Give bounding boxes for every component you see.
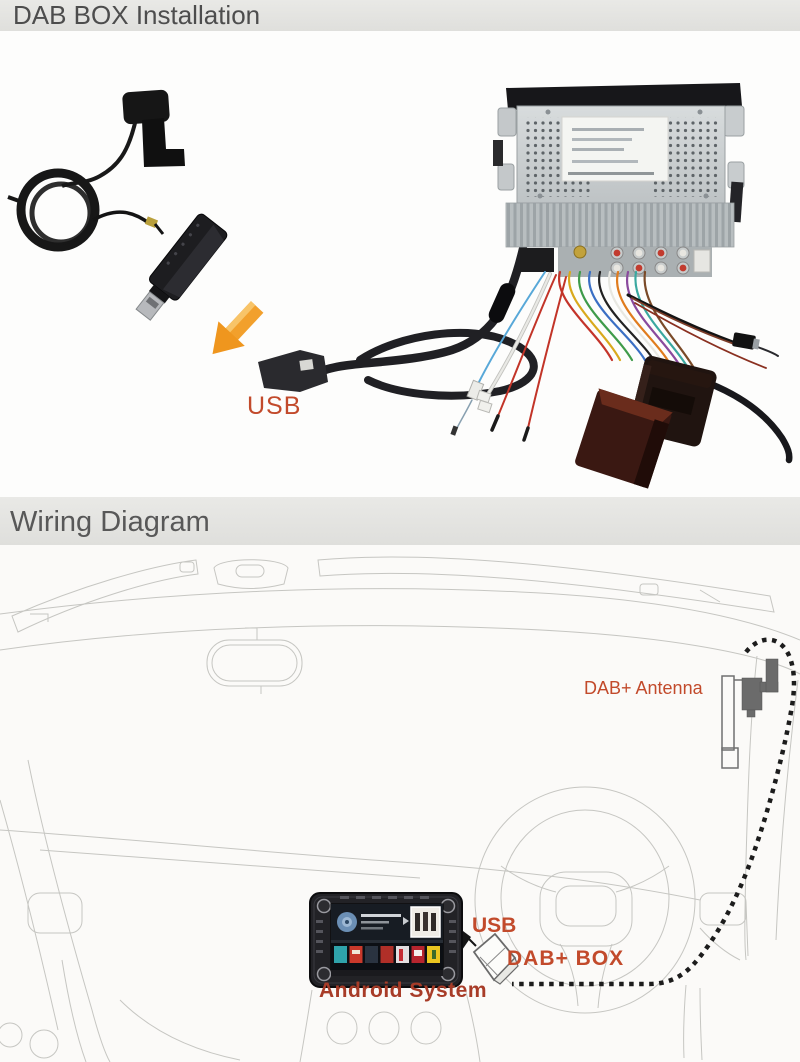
usb-cable: [258, 244, 538, 400]
android-screen: [330, 903, 444, 976]
app-icons: [334, 946, 440, 963]
steering-wheel: [474, 786, 696, 1014]
rca-jacks: [610, 246, 690, 275]
wiring-section: Wiring Diagram: [0, 497, 800, 1062]
head-unit-rear: [493, 83, 745, 277]
android-head-unit: [309, 892, 463, 988]
wire-harness: [456, 270, 793, 464]
iso-connector-blocks: [575, 355, 717, 489]
usb-label-wiring: USB: [472, 914, 517, 937]
installation-section-title: DAB BOX Installation: [0, 0, 800, 31]
orange-plug-arrow-icon: [212, 301, 264, 355]
dab-antenna-photo: [7, 89, 185, 252]
wiring-section-title: Wiring Diagram: [0, 497, 800, 545]
android-system-label: Android System: [319, 979, 488, 1002]
harness-connectors: [450, 332, 760, 436]
dab-antenna-label: DAB+ Antenna: [584, 678, 703, 698]
usb-dongle: [135, 213, 228, 321]
dab-antenna-symbol: [721, 658, 779, 769]
usb-label-installation: USB: [247, 392, 302, 420]
car-interior-line-art: [0, 556, 800, 1062]
dab-box-label: DAB+ BOX: [507, 947, 625, 970]
